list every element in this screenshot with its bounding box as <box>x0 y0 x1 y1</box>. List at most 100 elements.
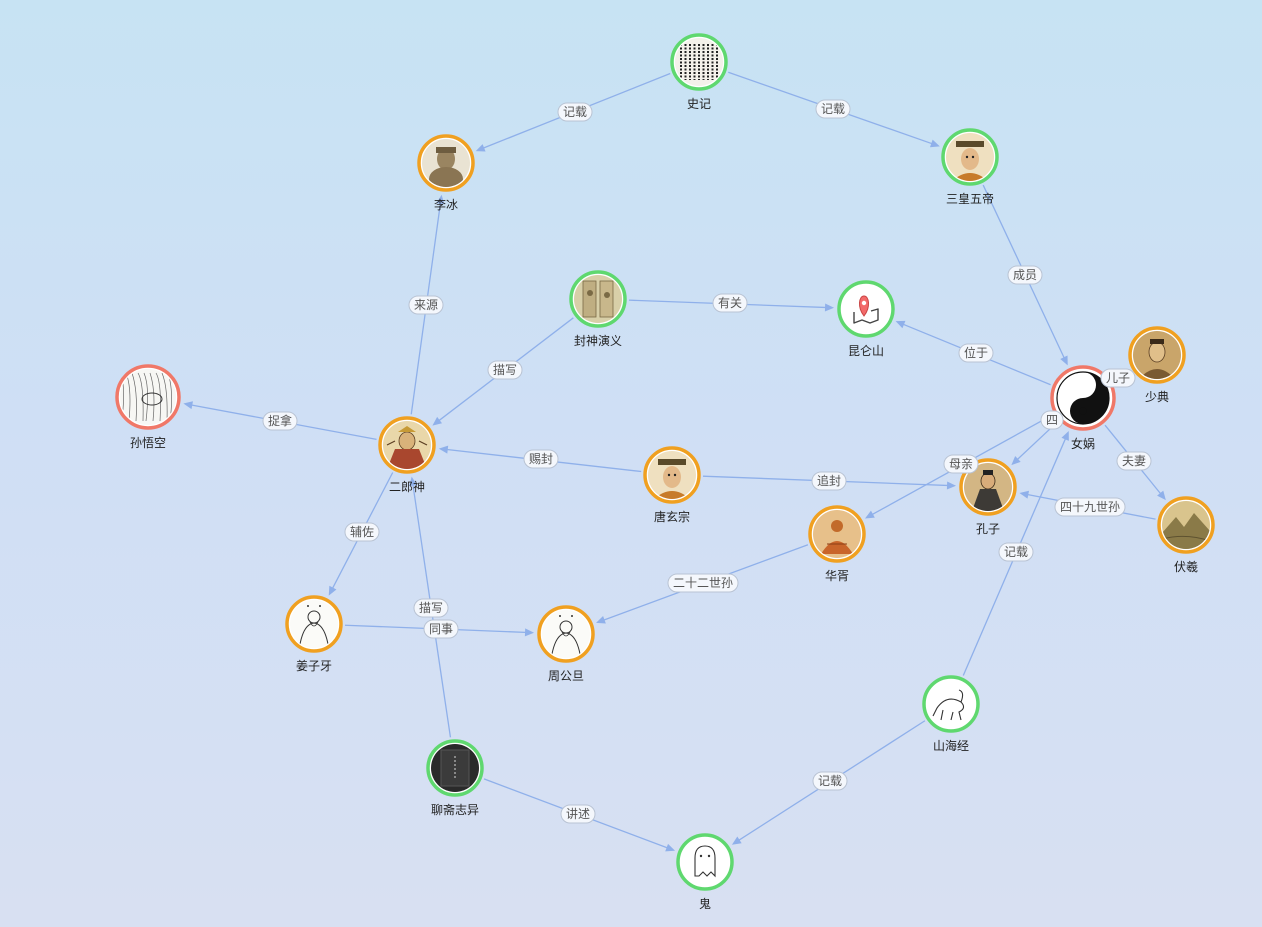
node-label: 史记 <box>687 97 711 111</box>
node-erlang[interactable]: 二郎神 <box>378 416 436 494</box>
arrow-head-icon <box>824 303 835 312</box>
edge-label[interactable]: 描写 <box>413 598 449 618</box>
node-label: 华胥 <box>825 569 849 583</box>
node-label: 唐玄宗 <box>654 509 690 524</box>
arrow-head-icon <box>1060 355 1068 366</box>
edge-label[interactable]: 成员 <box>1007 265 1043 285</box>
node-ring <box>1128 326 1186 384</box>
arrow-head-icon <box>328 585 337 596</box>
arrow-head-icon <box>1011 456 1021 466</box>
node-ring <box>1157 496 1215 554</box>
edge-label-text: 位于 <box>964 345 988 360</box>
edge-label-pill <box>413 598 449 618</box>
node-label: 姜子牙 <box>296 659 332 673</box>
edge-label-pill <box>1040 410 1064 430</box>
edge-label-pill <box>812 771 848 791</box>
edge-label[interactable]: 位于 <box>958 343 994 363</box>
node-ring <box>676 833 734 891</box>
node-ring <box>670 33 728 91</box>
node-label: 少典 <box>1145 390 1169 404</box>
edge-label[interactable]: 有关 <box>712 293 748 313</box>
edge-label-text: 同事 <box>429 622 453 636</box>
node-sanhuang[interactable]: 三皇五帝 <box>941 128 999 206</box>
node-label: 伏羲 <box>1174 560 1198 574</box>
emperor-portrait-icon <box>946 133 994 181</box>
arrow-head-icon <box>731 836 742 845</box>
node-gui[interactable]: 鬼 <box>676 833 734 911</box>
edge-label-pill <box>998 542 1034 562</box>
edge-label-text: 二十二世孙 <box>673 576 733 590</box>
emperor-portrait-icon <box>648 451 696 499</box>
node-label: 二郎神 <box>389 480 425 494</box>
node-sunwukong[interactable]: 孙悟空 <box>115 364 181 450</box>
arrow-head-icon <box>1019 490 1030 499</box>
node-ring <box>426 739 484 797</box>
edge-label-text: 夫妻 <box>1122 454 1146 468</box>
edge-label[interactable]: 记载 <box>815 99 851 119</box>
edge-label-pill <box>560 804 596 824</box>
edge-label[interactable]: 四十九世孙 <box>1054 497 1126 517</box>
edge-label-text: 四 <box>1046 413 1058 427</box>
arrow-head-icon <box>665 843 676 852</box>
edge-label-text: 追封 <box>817 473 841 488</box>
node-label: 周公旦 <box>548 669 584 683</box>
node-shiji[interactable]: 史记 <box>670 33 728 111</box>
edge-label[interactable]: 母亲 <box>943 454 979 474</box>
node-ring <box>837 280 895 338</box>
node-kunlun[interactable]: 昆仑山 <box>837 280 895 358</box>
node-huaxu[interactable]: 华胥 <box>808 505 866 583</box>
edge-label[interactable]: 二十二世孙 <box>667 573 739 593</box>
edge-label[interactable]: 四 <box>1040 410 1064 430</box>
edge-label[interactable]: 追封 <box>811 471 847 491</box>
node-shanhaijing[interactable]: 山海经 <box>922 675 980 753</box>
map-pin-icon <box>842 285 890 333</box>
node-fuxi[interactable]: 伏羲 <box>1157 496 1215 574</box>
arrow-head-icon <box>183 401 193 410</box>
edge-label[interactable]: 捉拿 <box>262 411 298 431</box>
edge-label[interactable]: 辅佐 <box>344 522 380 542</box>
edge-label-pill <box>262 411 298 431</box>
edge-label-text: 捉拿 <box>268 413 292 428</box>
arrow-head-icon <box>524 628 535 637</box>
node-nvwa[interactable]: 女娲 <box>1050 365 1116 451</box>
node-ring <box>417 134 475 192</box>
edge-label[interactable]: 夫妻 <box>1116 451 1152 471</box>
edge-label[interactable]: 来源 <box>408 295 444 315</box>
deity-portrait-icon <box>383 421 431 469</box>
sketch-illustration-icon <box>120 369 176 425</box>
edge-label[interactable]: 记载 <box>812 771 848 791</box>
node-kongzi[interactable]: 孔子 <box>959 458 1017 536</box>
edge-label[interactable]: 记载 <box>557 102 593 122</box>
node-label: 山海经 <box>933 738 969 753</box>
node-fengshen[interactable]: 封神演义 <box>569 270 627 348</box>
node-liaozhai[interactable]: 聊斋志异 <box>426 739 484 817</box>
edge-label[interactable]: 描写 <box>487 360 523 380</box>
book-illustration-icon <box>574 275 622 323</box>
edge-label-text: 赐封 <box>529 452 553 466</box>
node-libing[interactable]: 李冰 <box>417 134 475 212</box>
node-ring <box>569 270 627 328</box>
node-shaodian[interactable]: 少典 <box>1128 326 1186 404</box>
node-zhougongdan[interactable]: 周公旦 <box>537 605 595 683</box>
edge-label[interactable]: 儿子 <box>1100 368 1136 388</box>
bamboo-script-icon <box>675 38 723 86</box>
node-ring <box>643 446 701 504</box>
edge-label[interactable]: 记载 <box>998 542 1034 562</box>
edge-label-pill <box>1054 497 1126 517</box>
edge-label-pill <box>1007 265 1043 285</box>
edge-label[interactable]: 赐封 <box>523 449 559 469</box>
node-ring <box>808 505 866 563</box>
edge-label-text: 辅佐 <box>350 525 374 539</box>
node-tangxuanzong[interactable]: 唐玄宗 <box>643 446 701 524</box>
node-ring <box>922 675 980 733</box>
arrow-head-icon <box>1061 431 1069 441</box>
edge-label[interactable]: 讲述 <box>560 804 596 824</box>
edge-label-pill <box>1116 451 1152 471</box>
node-ring <box>537 605 595 663</box>
edge-label[interactable]: 同事 <box>423 619 459 639</box>
arrow-head-icon <box>596 616 606 624</box>
edge-label-text: 来源 <box>414 298 438 312</box>
node-jiangziya[interactable]: 姜子牙 <box>285 595 343 673</box>
